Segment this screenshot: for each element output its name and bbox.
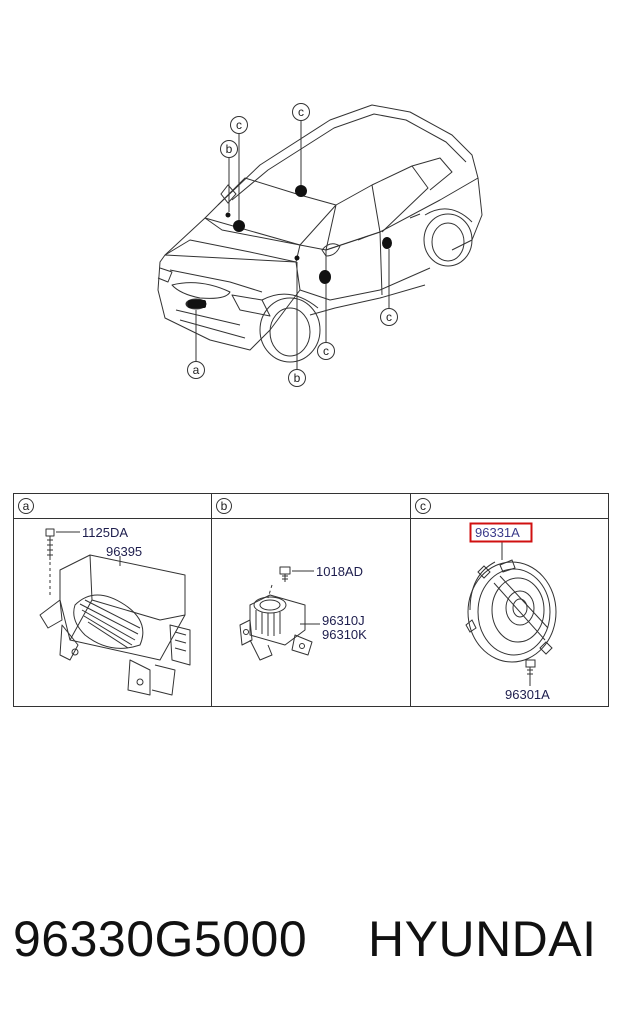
panel-a-header-label: a	[23, 499, 30, 513]
callout-c-top-label: c	[298, 105, 304, 119]
part-96395: 96395	[106, 544, 142, 559]
brand-label: HYUNDAI	[368, 911, 597, 967]
callout-c-lower	[317, 342, 335, 360]
door-speaker-drawing	[465, 559, 557, 678]
speaker-spot-front-door	[319, 270, 331, 284]
part-1125DA: 1125DA	[82, 525, 128, 540]
callout-c-right	[380, 308, 398, 326]
car-illustration	[157, 104, 483, 363]
callout-circles	[187, 103, 398, 387]
callout-c-upper-left-label: c	[236, 118, 242, 132]
callout-c-upper-left	[230, 116, 248, 134]
callout-b-upper	[220, 140, 238, 158]
callout-b-upper-label: b	[226, 142, 233, 156]
part-96301A: 96301A	[505, 687, 550, 702]
highlight-box	[469, 522, 533, 543]
callout-c-top	[292, 103, 310, 121]
panel-c-header-label: c	[420, 499, 426, 513]
callout-b-lower	[288, 369, 306, 387]
center-speaker-drawing	[239, 566, 313, 661]
amplifier-module-drawing	[39, 528, 191, 696]
panel-c-header-circle	[415, 498, 431, 514]
panel-b-header-label: b	[221, 499, 228, 513]
callout-c-right-label: c	[386, 310, 392, 324]
callout-a-car-label: a	[193, 363, 200, 377]
footer: 96330G5000 HYUNDAI	[0, 900, 620, 980]
callout-c-lower-label: c	[323, 344, 329, 358]
leader-lines	[195, 120, 390, 370]
part-96331A: 96331A	[475, 525, 520, 540]
part-96310K: 96310K	[322, 627, 367, 642]
speaker-spot-dash	[233, 220, 245, 232]
panel-a-header-circle	[18, 498, 34, 514]
part-number-label: 96330G5000	[13, 911, 308, 967]
part-96310J: 96310J	[322, 613, 365, 628]
callout-b-lower-label: b	[294, 371, 301, 385]
tweeter-marker	[220, 184, 237, 204]
speaker-spot-rear-door	[382, 237, 392, 249]
speaker-spot-rear-shelf	[295, 185, 307, 197]
part-1018AD: 1018AD	[316, 564, 363, 579]
speaker-locations	[188, 185, 392, 308]
callout-a-car	[187, 361, 205, 379]
parts-table	[13, 493, 609, 707]
speaker-spot-front-module	[188, 300, 206, 308]
panel-b-header-circle	[216, 498, 232, 514]
